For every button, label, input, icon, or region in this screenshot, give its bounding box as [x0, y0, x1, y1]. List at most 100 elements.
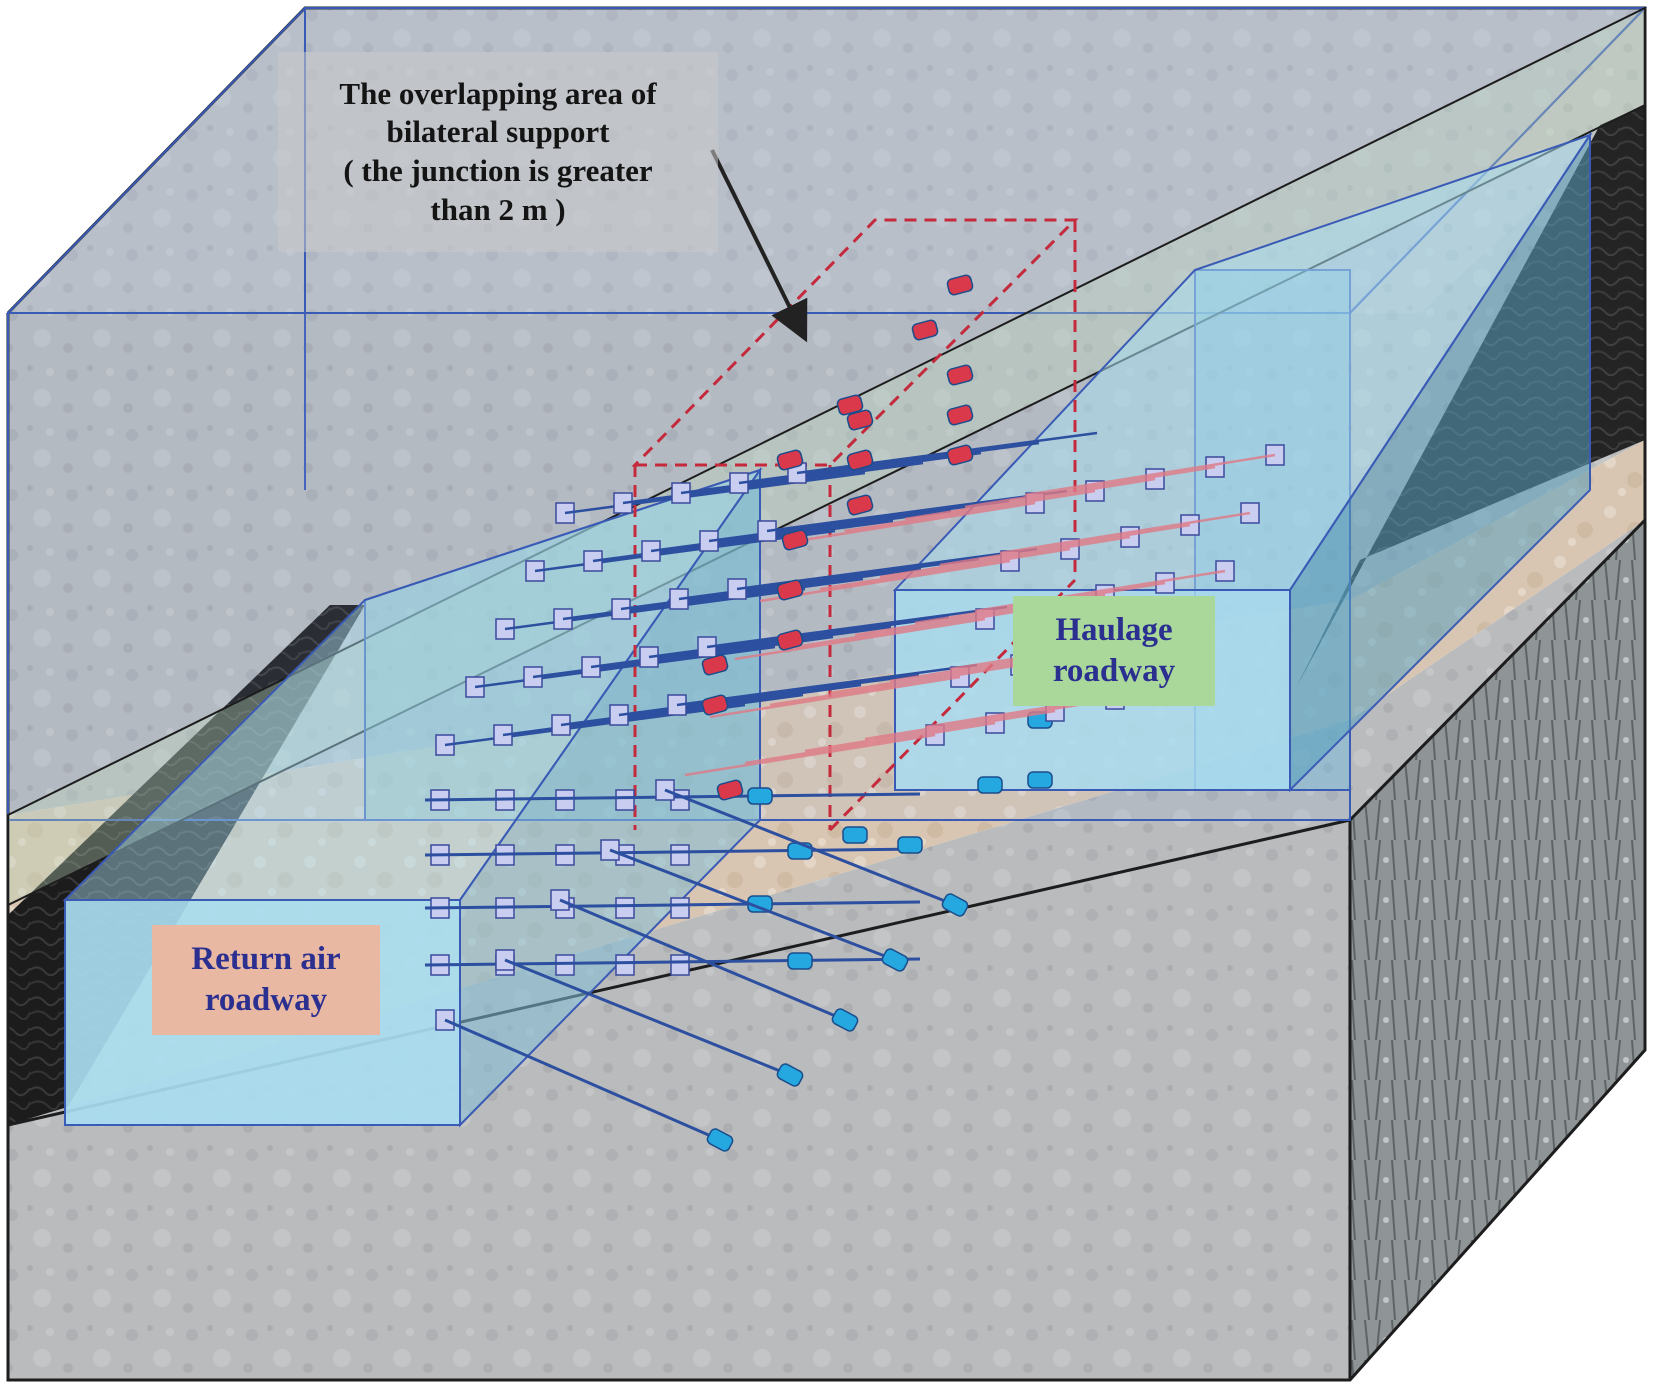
haulage-cyan-anchor-4-body — [842, 826, 868, 844]
haulage-red-anchor-6 — [846, 494, 874, 516]
return-plate-1-2 — [555, 844, 575, 866]
haulage-red-anchor-6-body — [846, 494, 874, 516]
haulage-cyan-anchor-2-body — [897, 836, 923, 854]
haulage-red-anchor-11-body — [846, 409, 874, 431]
return-anchor-3-body — [787, 952, 813, 970]
floor-bolt-2 — [559, 898, 846, 1022]
haulage-red-anchor-3-body — [776, 629, 804, 651]
floor-anchor-1 — [776, 1063, 804, 1087]
haulage-face-bolt-4-0 — [784, 501, 1036, 545]
haulage-red-anchor-10 — [946, 364, 974, 386]
haulage-cyan-anchor-4 — [842, 826, 868, 844]
return-anchor-3 — [787, 952, 813, 970]
callout-arrow — [710, 149, 808, 343]
inclined-seam-plane — [7, 6, 1646, 907]
return-bolt-row-1 — [424, 847, 921, 857]
haulage-red-anchor-4-body — [776, 579, 804, 601]
haulage-face-bolt-4-3 — [964, 465, 1216, 509]
haulage-red-anchor-15 — [836, 394, 864, 416]
haulage-red-anchor-8 — [946, 444, 974, 466]
callout-line-3: ( the junction is greater — [343, 153, 653, 188]
haulage-face-bolt-2-1 — [794, 605, 1046, 649]
haulage-red-anchor-3 — [776, 629, 804, 651]
haulage-face-bolt-3-3 — [939, 523, 1191, 567]
floor-bolt-4 — [664, 788, 956, 907]
floor-anchor-0 — [706, 1128, 734, 1152]
haulage-red-anchor-7-body — [846, 449, 874, 471]
callout-line-2: bilateral support — [386, 114, 610, 150]
haulage-face-bolt-3-2 — [879, 535, 1131, 579]
floor-anchor-3-body — [881, 948, 909, 972]
roof-rock — [8, 105, 1645, 815]
return-plate-3-2 — [555, 954, 575, 976]
floor-anchor-0-body — [706, 1128, 734, 1152]
return-face-bolt-0-4 — [676, 663, 978, 707]
haulage-face-bolt-1-0 — [709, 675, 961, 719]
haulage-red-anchor-11 — [846, 409, 874, 431]
return-plate-0-3 — [615, 789, 635, 811]
floor-anchor-1-body — [776, 1063, 804, 1087]
haulage-red-anchor-12 — [911, 319, 939, 341]
haulage-red-anchor-4 — [776, 579, 804, 601]
floor-bolt-1 — [504, 958, 791, 1077]
haulage-cyan-anchor-1-body — [1027, 771, 1053, 789]
haulage-red-anchor-1-body — [701, 694, 729, 716]
haulage-red-anchor-15-body — [836, 394, 864, 416]
return-plate-2-3 — [615, 897, 635, 919]
floor-anchor-4 — [941, 893, 969, 917]
return-plate-3-3 — [615, 954, 635, 976]
return-plate-0-2 — [555, 789, 575, 811]
return-plate-3-4 — [670, 954, 690, 976]
haulage-line-1: Haulage — [1055, 611, 1173, 648]
floor-rock — [8, 520, 1645, 1380]
haulage-red-anchor-9 — [946, 404, 974, 426]
haulage-red-anchor-0-body — [716, 779, 744, 801]
haulage-roadway-label: Haulage roadway — [1013, 596, 1215, 706]
callout-line-4: than 2 m ) — [430, 191, 566, 227]
overlap-callout: The overlapping area of bilateral suppor… — [278, 52, 718, 252]
haulage-face-bolt-2-0 — [734, 617, 986, 661]
haulage-red-anchor-2 — [701, 654, 729, 676]
haulage-red-anchor-10-body — [946, 364, 974, 386]
floor-anchor-4-body — [941, 893, 969, 917]
floor-anchor-3 — [881, 948, 909, 972]
haulage-cyan-anchor-3-body — [977, 776, 1003, 794]
haulage-red-anchor-2-body — [701, 654, 729, 676]
return-plate-2-4 — [670, 897, 690, 919]
floor-anchor-2 — [831, 1008, 859, 1032]
haulage-red-anchor-13-body — [946, 274, 974, 296]
haulage-red-anchor-5-body — [781, 529, 809, 551]
haulage-red-anchor-14-body — [776, 449, 804, 471]
haulage-face-bolt-4-1 — [844, 489, 1096, 533]
floor-bolt-0 — [444, 1018, 721, 1142]
haulage-red-anchor-12-body — [911, 319, 939, 341]
floor-bolt-3 — [609, 848, 896, 962]
floor-anchor-2-body — [831, 1008, 859, 1032]
haulage-face-bolt-3-1 — [819, 547, 1071, 591]
haulage-red-anchor-8-body — [946, 444, 974, 466]
return-line-1: Return air — [191, 940, 341, 977]
haulage-face-bolt-0-2 — [804, 709, 1056, 753]
block-right-face — [1350, 520, 1645, 1380]
haulage-red-anchor-7 — [846, 449, 874, 471]
return-plate-1-4 — [670, 844, 690, 866]
haulage-face-bolt-1-1 — [769, 663, 1021, 707]
haulage-red-anchor-1 — [701, 694, 729, 716]
haulage-cyan-anchor-3 — [977, 776, 1003, 794]
haulage-cyan-anchor-1 — [1027, 771, 1053, 789]
return-anchor-0-body — [747, 787, 773, 805]
haulage-red-anchor-14 — [776, 449, 804, 471]
haulage-cyan-anchor-2 — [897, 836, 923, 854]
haulage-face-bolt-0-1 — [744, 721, 996, 765]
callout-line-1: The overlapping area of — [339, 75, 657, 111]
haulage-line-2: roadway — [1052, 653, 1176, 689]
haulage-face-bolt-3-4 — [999, 511, 1251, 555]
return-line-2: roadway — [204, 982, 328, 1018]
haulage-red-anchor-5 — [781, 529, 809, 551]
haulage-bolts — [684, 274, 1285, 801]
haulage-face-bolt-4-2 — [904, 477, 1156, 521]
return-air-roadway-label: Return air roadway — [152, 925, 380, 1035]
return-anchor-0 — [747, 787, 773, 805]
return-face-bolt-1-4 — [706, 605, 1008, 649]
